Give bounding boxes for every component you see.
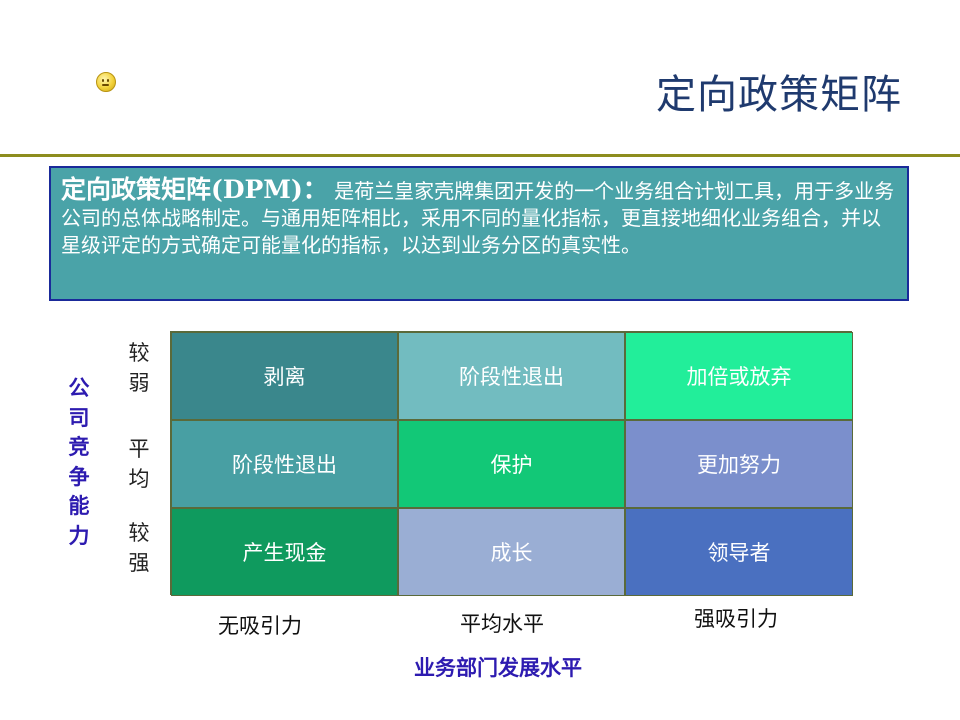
row-label-average: 平 均 <box>127 434 151 494</box>
matrix-cell: 产生现金 <box>171 508 398 596</box>
row-label-char: 强 <box>128 551 150 575</box>
col-label-average: 平均水平 <box>460 612 544 636</box>
y-axis-char: 公 <box>68 376 90 400</box>
x-axis-title: 业务部门发展水平 <box>414 656 582 680</box>
matrix-cell: 更加努力 <box>625 420 853 508</box>
y-axis-char: 竞 <box>68 435 90 459</box>
y-axis-title: 公 司 竞 争 能 力 <box>66 374 92 551</box>
y-axis-char: 力 <box>68 523 90 548</box>
row-label-char: 平 <box>128 437 150 461</box>
matrix-cell: 剥离 <box>171 332 398 420</box>
y-axis-char: 能 <box>68 494 90 518</box>
matrix-cell: 成长 <box>398 508 625 596</box>
description-box: 定向政策矩阵(DPM)： 是荷兰皇家壳牌集团开发的一个业务组合计划工具，用于多业… <box>49 166 909 301</box>
row-label-weak: 较 弱 <box>127 338 151 398</box>
matrix-cell: 保护 <box>398 420 625 508</box>
y-axis-char: 争 <box>68 464 90 489</box>
row-label-strong: 较 强 <box>127 518 151 578</box>
row-label-char: 较 <box>128 521 150 545</box>
smiley-icon <box>96 72 116 92</box>
row-label-char: 较 <box>128 341 150 365</box>
matrix-cell: 阶段性退出 <box>398 332 625 420</box>
matrix-cell: 领导者 <box>625 508 853 596</box>
col-label-attractive: 强吸引力 <box>694 607 778 631</box>
col-label-unattractive: 无吸引力 <box>218 614 302 638</box>
description-heading: 定向政策矩阵(DPM)： <box>61 175 328 204</box>
matrix-cell: 加倍或放弃 <box>625 332 853 420</box>
description-text: 是荷兰皇家壳牌集团开发的一个业务组合计划工具，用于多业务公司的总体战略制定。与通… <box>61 179 895 257</box>
policy-matrix: 剥离 阶段性退出 加倍或放弃 阶段性退出 保护 更加努力 产生现金 成长 领导者 <box>170 331 853 596</box>
slide-title: 定向政策矩阵 <box>656 72 902 118</box>
row-label-char: 弱 <box>128 371 150 395</box>
title-divider <box>0 154 960 157</box>
matrix-cell: 阶段性退出 <box>171 420 398 508</box>
row-label-char: 均 <box>128 467 150 491</box>
y-axis-char: 司 <box>68 405 90 430</box>
